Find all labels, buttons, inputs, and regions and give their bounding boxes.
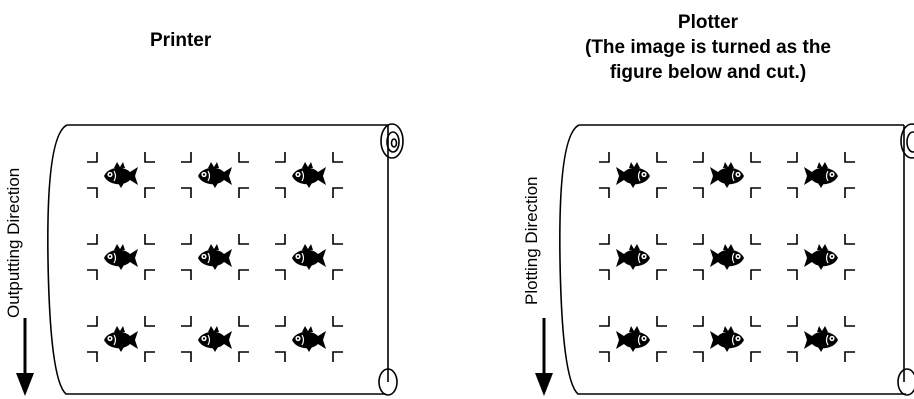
printer-panel: Printer Outputting Direction [0,0,440,399]
crop-marks [787,316,855,362]
fish-icon [804,244,838,270]
crop-marks [693,152,761,198]
crop-marks [599,152,667,198]
fish-icon [710,326,744,352]
fish-icon [616,162,650,188]
fish-icon [104,326,138,352]
fish-icon [292,162,326,188]
crop-marks [87,316,155,362]
crop-marks [181,316,249,362]
printer-title: Printer [150,30,212,51]
crop-marks [787,234,855,280]
fish-icon [292,244,326,270]
crop-marks [181,152,249,198]
fish-icon [104,244,138,270]
plotting-direction-label: Plotting Direction [522,176,541,305]
scroll-curl-bottom [897,368,914,396]
fish-icon [710,162,744,188]
plotter-title-line3: figure below and cut.) [609,62,807,83]
fish-icon [198,326,232,352]
paper-roll [559,124,906,395]
printer-fish-grid [87,152,343,362]
scroll-curl-bottom [378,368,398,396]
fish-icon [292,326,326,352]
fish-icon [710,244,744,270]
fish-icon [616,326,650,352]
plotter-fish-grid [599,152,855,362]
plotter-title-line1: Plotter [677,12,739,33]
crop-marks [693,234,761,280]
arrow-down-icon [16,318,34,396]
crop-marks [181,234,249,280]
crop-marks [87,152,155,198]
crop-marks [693,316,761,362]
fish-icon [198,244,232,270]
outputting-direction-label: Outputting Direction [4,167,23,318]
fish-icon [104,162,138,188]
crop-marks [87,234,155,280]
crop-marks [275,316,343,362]
scroll-curl-top [900,123,914,159]
crop-marks [599,234,667,280]
fish-icon [804,162,838,188]
paper-roll [47,124,389,395]
crop-marks [275,234,343,280]
arrow-down-icon [535,318,553,396]
plotter-title: Plotter (The image is turned as the figu… [558,10,858,85]
fish-icon [804,326,838,352]
fish-icon [198,162,232,188]
crop-marks [599,316,667,362]
plotter-panel: Plotter (The image is turned as the figu… [470,0,914,399]
plotter-title-line2: (The image is turned as the [585,37,831,58]
scroll-curl-top [380,123,404,159]
fish-icon [616,244,650,270]
crop-marks [275,152,343,198]
printer-diagram [16,123,404,396]
crop-marks [787,152,855,198]
plotter-diagram [535,123,914,396]
